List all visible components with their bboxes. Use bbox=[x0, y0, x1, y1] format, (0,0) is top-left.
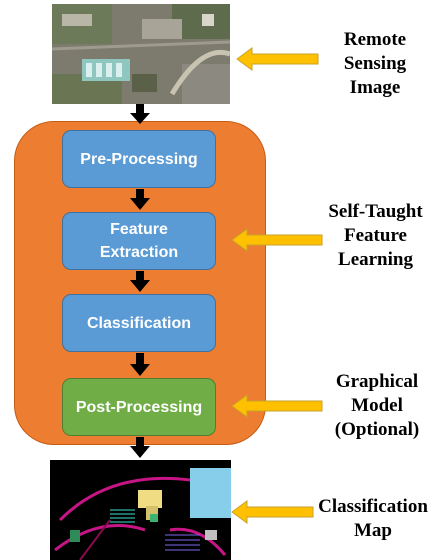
remote-sensing-label: Remote Sensing Image bbox=[343, 29, 407, 98]
post-processing-box: Post-Processing bbox=[62, 378, 216, 436]
yellow-arrow-classification-map bbox=[231, 500, 314, 524]
post-processing-label: Post-Processing bbox=[75, 398, 203, 416]
pre-processing-box: Pre-Processing bbox=[62, 130, 216, 188]
down-arrow-2 bbox=[130, 189, 150, 210]
classification-map-label: Classification Map bbox=[318, 496, 428, 541]
down-arrow-4 bbox=[130, 353, 150, 376]
yellow-arrow-graphical bbox=[231, 394, 323, 418]
yellow-arrow-self-taught bbox=[231, 228, 323, 252]
classification-label: Classification bbox=[86, 314, 192, 332]
classification-box: Classification bbox=[62, 294, 216, 352]
pre-processing-label: Pre-Processing bbox=[80, 150, 198, 168]
feature-extraction-label-line1: Feature bbox=[110, 221, 168, 238]
down-arrow-3 bbox=[130, 271, 150, 292]
yellow-arrow-remote bbox=[236, 47, 319, 71]
remote-sensing-image bbox=[52, 4, 230, 104]
graphical-model-label: Graphical Model (Optional) bbox=[334, 371, 420, 440]
classification-map-image bbox=[50, 460, 231, 560]
feature-extraction-box: Feature Extraction bbox=[62, 212, 216, 270]
down-arrow-5 bbox=[130, 437, 150, 458]
feature-extraction-label-line2: Extraction bbox=[99, 244, 179, 261]
down-arrow-1 bbox=[130, 104, 150, 124]
self-taught-label: Self-Taught Feature Learning bbox=[328, 201, 423, 270]
